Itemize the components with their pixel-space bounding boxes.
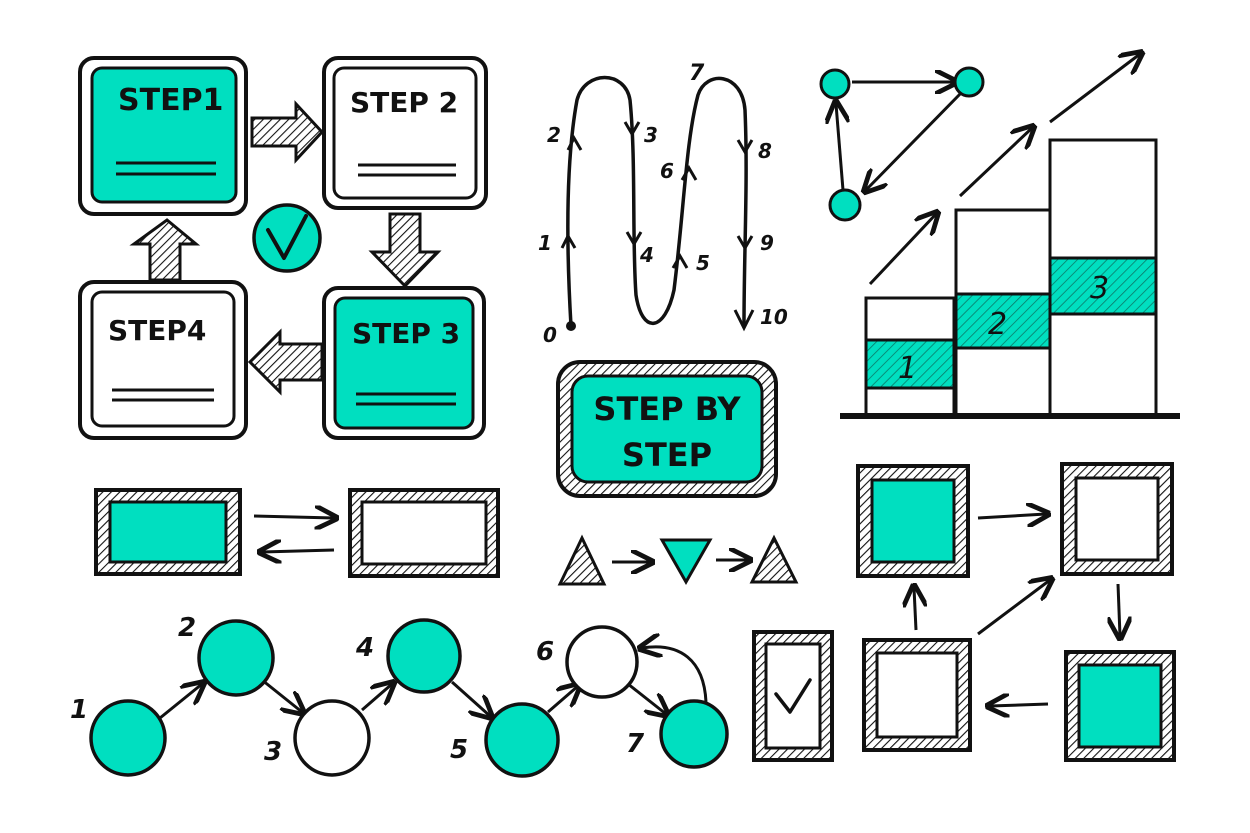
stair-label-2: 2 [988,307,1007,342]
path-number-10: 10 [760,305,788,329]
chain-label-7: 7 [626,729,645,759]
arrow-right-1-to-2 [250,100,325,164]
path-number-1: 1 [538,231,552,255]
step-by-step-line1: STEP BY [593,390,741,428]
step-3-card: STEP 3 [322,286,486,440]
graph-node-top-left [819,68,851,100]
step-2-label: STEP 2 [350,86,458,119]
step-2-card: STEP 2 [322,56,488,210]
staircase-chart: 1 2 3 [840,54,1180,419]
chain-node-1 [89,699,167,777]
chain-node-6 [565,625,639,699]
path-number-8: 8 [758,139,772,163]
chain-label-3: 3 [264,737,282,767]
chain-label-6: 6 [536,637,554,667]
chain-node-3 [293,699,371,777]
step-4-card: STEP4 [78,280,248,440]
step-cycle-diagram: STEP1 STEP 2 STEP 3 STEP4 [78,56,488,440]
arrow-left-3-to-4 [247,328,324,396]
chain-node-4 [386,618,462,694]
stair-label-3: 3 [1090,271,1109,306]
step-by-step-line2: STEP [622,436,712,474]
path-number-9: 9 [760,231,774,255]
stair-label-1: 1 [898,351,917,386]
graph-node-top-right [953,66,985,98]
path-number-3: 3 [644,123,658,147]
arrow-up-4-to-1 [129,218,201,282]
chain-label-1: 1 [70,695,88,725]
chain-node-5 [484,702,560,778]
path-number-5: 5 [696,251,710,275]
path-number-2: 2 [547,123,561,147]
step-4-label: STEP4 [108,314,206,347]
triangle-sequence [557,534,799,586]
rect-exchange-diagram [94,488,500,578]
square-flow-diagram [856,462,1176,762]
step-1-card: STEP1 [78,56,248,216]
path-number-4: 4 [639,243,654,267]
path-number-0: 0 [543,323,557,347]
checkbox-card [752,630,834,762]
path-number-6: 6 [660,159,674,183]
path-number-7: 7 [689,61,705,86]
numbered-path-diagram: 0 1 2 3 4 5 6 7 8 9 10 [538,61,788,347]
chain-node-2 [197,619,275,697]
node-chain-diagram: 1 2 3 4 5 6 7 [70,613,729,778]
chain-label-4: 4 [355,633,374,663]
step-by-step-badge: STEP BY STEP [556,360,778,498]
chain-label-2: 2 [178,613,196,643]
check-mark-icon [774,678,812,714]
check-circle-icon [252,203,322,273]
chain-node-7 [659,699,729,769]
triangle-graph [819,66,985,222]
graph-node-bottom [828,188,862,222]
arrow-down-2-to-3 [368,212,442,289]
step-1-label: STEP1 [118,83,223,118]
step-3-label: STEP 3 [352,317,460,350]
chain-label-5: 5 [450,735,468,765]
